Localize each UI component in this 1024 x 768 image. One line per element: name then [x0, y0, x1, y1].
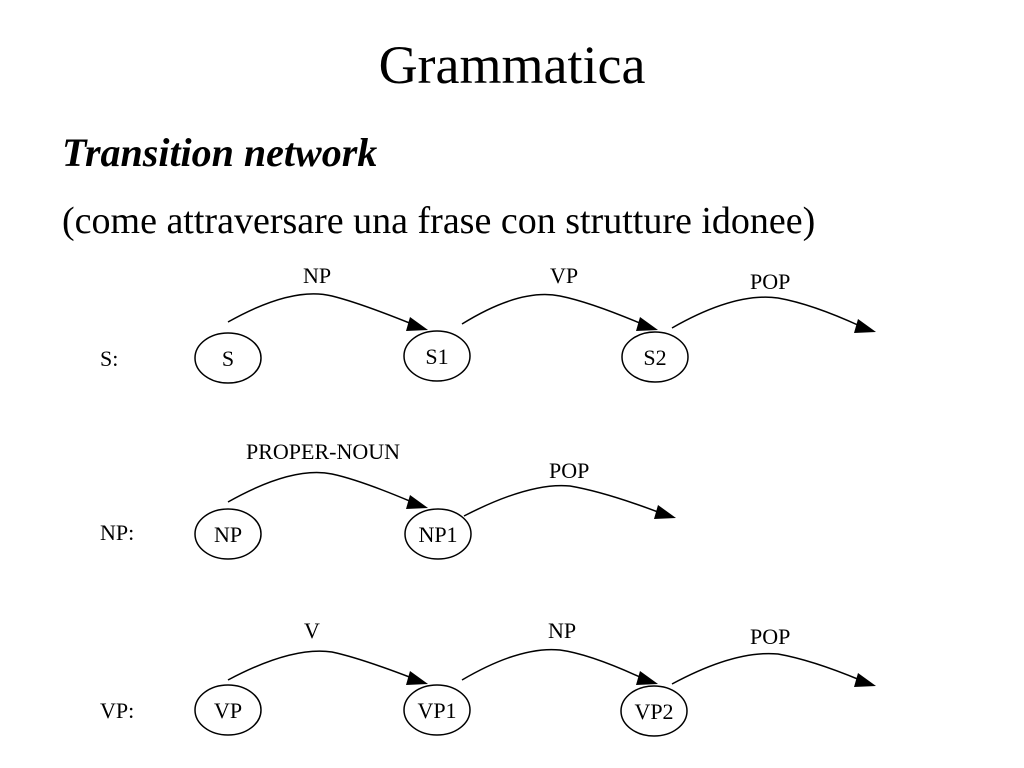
node-vp1-label: VP1: [417, 698, 456, 723]
arc-vp-vp1-arrowhead: [406, 671, 428, 685]
network-label-vp: VP:: [100, 698, 134, 723]
arc-np-np1: [227, 471, 413, 503]
arc-label-pop: POP: [549, 458, 589, 483]
arc-s2-pop: [671, 296, 861, 329]
arc-s-s1-arrowhead: [406, 317, 428, 331]
arc-s2-pop-arrowhead: [854, 319, 876, 333]
node-s1: [403, 330, 471, 382]
node-s: [194, 332, 262, 384]
arc-vp2-pop-arrowhead: [854, 673, 876, 687]
arc-vp-vp1: [227, 650, 413, 681]
arc-np1-pop: [463, 484, 659, 517]
node-vp: [194, 684, 262, 736]
node-vp2-label: VP2: [634, 699, 673, 724]
node-np: [194, 508, 262, 560]
arc-label-vp: VP: [550, 263, 578, 288]
arc-s1-s2-arrowhead: [636, 317, 658, 331]
arc-label-pop: POP: [750, 624, 790, 649]
arc-vp1-vp2: [461, 648, 643, 681]
arc-vp2-pop: [671, 652, 861, 685]
node-vp2: [620, 685, 688, 737]
description-text: (come attraversare una frase con struttu…: [62, 200, 816, 242]
section-subtitle: Transition network: [62, 130, 378, 175]
arc-vp1-vp2-arrowhead: [636, 671, 658, 685]
arc-s-s1: [227, 293, 413, 325]
arc-label-np: NP: [548, 618, 576, 643]
arc-label-np: NP: [303, 263, 331, 288]
node-s-label: S: [222, 346, 234, 371]
arc-np1-pop-arrowhead: [654, 505, 676, 519]
node-s2: [621, 331, 689, 383]
arc-label-proper-noun: PROPER-NOUN: [246, 439, 400, 464]
page-title: Grammatica: [378, 35, 646, 95]
node-vp1: [403, 684, 471, 736]
arc-s1-s2: [461, 293, 643, 325]
arc-label-v: V: [304, 618, 320, 643]
node-np1: [404, 508, 472, 560]
node-vp-label: VP: [214, 698, 242, 723]
node-s1-label: S1: [425, 344, 448, 369]
arc-np-np1-arrowhead: [406, 495, 428, 509]
network-label-s: S:: [100, 346, 118, 371]
network-label-np: NP:: [100, 520, 134, 545]
node-np1-label: NP1: [418, 522, 457, 547]
node-s2-label: S2: [643, 345, 666, 370]
node-np-label: NP: [214, 522, 242, 547]
arc-label-pop: POP: [750, 269, 790, 294]
